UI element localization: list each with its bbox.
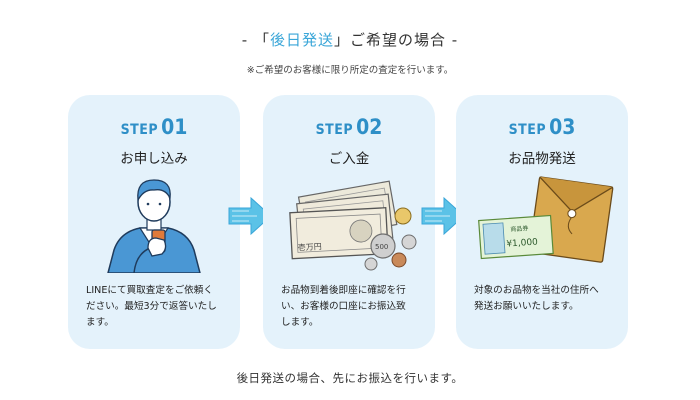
title-prefix: - 「 [241, 31, 270, 49]
step-heading: お申し込み [120, 151, 188, 167]
step-description: 対象のお品物を当社の住所へ 発送お願いいたします。 [474, 285, 599, 312]
arrow-right-icon [421, 196, 465, 236]
bill-label: 壱万円 [297, 241, 321, 252]
step-word: STEP [120, 122, 159, 138]
step-number: 02 [356, 115, 383, 139]
step-number: 01 [161, 115, 188, 139]
coin-label: 500 [375, 243, 388, 251]
step-heading: ご入金 [328, 151, 370, 167]
title-highlight: 後日発送 [269, 31, 334, 49]
footer-note: 後日発送の場合、先にお振込を行います。 [236, 371, 464, 385]
step-word: STEP [508, 122, 547, 138]
title-suffix: 」ご希望の場合 - [334, 31, 459, 49]
person-with-smartphone-icon [107, 179, 201, 273]
step-word: STEP [315, 122, 354, 138]
step-description: お品物到着後即座に確認を行 い、お客様の口座にお振込致 します。 [281, 285, 406, 328]
gift-certificate-and-envelope-icon: 商品券 ¥1,000 [478, 176, 614, 263]
step-description: LINEにて買取査定をご依頼く ださい。最短3分で返答いたし ます。 [86, 285, 217, 328]
ticket-value: ¥1,000 [506, 237, 538, 249]
page-title: - 「後日発送」ご希望の場合 - [0, 29, 700, 50]
ticket-title: 商品券 [510, 224, 529, 233]
step-number: 03 [549, 115, 576, 139]
step-heading: お品物発送 [508, 151, 576, 167]
notice-text: ※ご希望のお客様に限り所定の査定を行います。 [246, 65, 454, 76]
arrow-right-icon [228, 196, 272, 236]
banknotes-and-coins-icon: 壱万円 500 [289, 180, 417, 271]
